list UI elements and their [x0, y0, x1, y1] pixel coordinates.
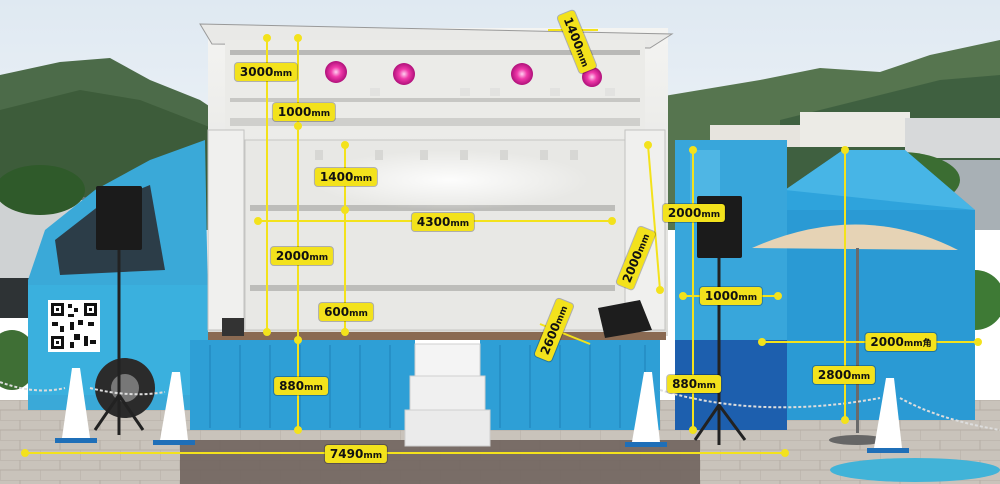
- spotlight: [325, 61, 347, 83]
- dimension-label-1000-top: 1000mm: [272, 103, 336, 121]
- dimension-label-4300: 4300mm: [411, 213, 475, 231]
- amp: [222, 318, 244, 336]
- spotlight: [393, 63, 415, 85]
- dimension-label-1400-inner: 1400mm: [314, 168, 378, 186]
- speaker-left: [96, 186, 142, 250]
- dimension-label-880-right: 880mm: [667, 375, 721, 393]
- spotlight: [511, 63, 533, 85]
- dimension-label-600: 600mm: [319, 303, 373, 321]
- umbrella: [752, 224, 958, 250]
- dimension-label-7490: 7490mm: [324, 445, 388, 463]
- dimension-label-880-left: 880mm: [274, 377, 328, 395]
- dimension-label-2000-speaker: 2000mm: [662, 204, 726, 222]
- dimension-label-2000-left: 2000mm: [270, 247, 334, 265]
- traffic-cones: [55, 368, 909, 453]
- monitor-speaker: [598, 300, 652, 338]
- dimension-label-2800-tent: 2800mm: [812, 366, 876, 384]
- spotlight: [582, 67, 602, 87]
- dimension-label-1000-speaker: 1000mm: [699, 287, 763, 305]
- blue-mat: [830, 458, 1000, 482]
- dimension-label-3000: 3000mm: [234, 63, 298, 81]
- stage-skirt-right: [480, 340, 660, 430]
- dimension-label-2000-tent: 2000mm角: [865, 333, 937, 351]
- stage-steps: [414, 343, 481, 377]
